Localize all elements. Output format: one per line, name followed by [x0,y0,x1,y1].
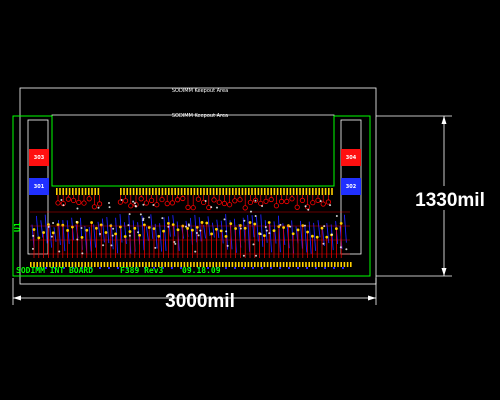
width-dimension [12,278,377,305]
keepout-label-outer: SODIMM Keepout Area [172,88,228,94]
silk-rev: F389 Rev3 [120,266,164,275]
svg-text:302: 302 [346,184,357,190]
mount-pad-mid-left: 301 [29,178,49,195]
keepout-area-inner [51,114,335,187]
mount-pad-mid-right: 302 [341,178,361,195]
height-dimension-label: 1330mil [415,190,485,211]
keepout-area-outer [19,87,377,285]
svg-text:301: 301 [34,184,45,190]
mount-pad-top-right: 304 [341,149,361,166]
silk-title: SODIMM INT BOARD [16,266,93,275]
silk-date: 09.18.09 [182,266,221,275]
svg-text:304: 304 [346,155,357,161]
ref-designator: U1 [13,222,22,232]
svg-text:303: 303 [34,155,45,161]
mount-pad-top-left: 303 [29,149,49,166]
height-label-bg [408,186,494,210]
routing-region [30,188,352,269]
keepout-label-inner: SODIMM Keepout Area [172,113,228,119]
board-outline [12,115,371,277]
width-dimension-label: 3000mil [165,291,235,312]
